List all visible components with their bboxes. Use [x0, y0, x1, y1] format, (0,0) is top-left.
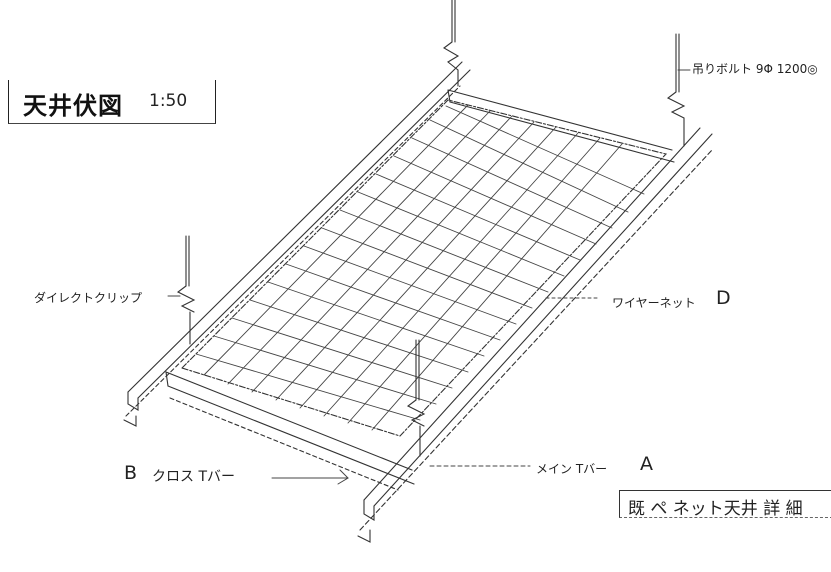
- title-block: 天井伏図 1:50: [8, 80, 216, 124]
- drawing-scale: 1:50: [149, 91, 188, 111]
- hanger-bolt-top-right: [666, 33, 686, 147]
- hanger-bolt-top-left: [443, 0, 460, 87]
- right-main-t-bar: [357, 127, 713, 543]
- leader-lines: [167, 69, 691, 485]
- hanger-bolt-label: 吊りボルト 9Φ 1200◎: [692, 62, 818, 76]
- wire-net-letter: D: [716, 287, 731, 309]
- front-cross-t-bar: [165, 371, 415, 491]
- back-cross-t-bar: [447, 89, 675, 163]
- main-bar-label: メイン Tバー: [536, 462, 608, 476]
- hanger-bolt-left: [176, 235, 196, 345]
- detail-title-stamp: 既 ペ ネット天井 詳 細: [619, 490, 831, 518]
- main-bar-letter: A: [640, 453, 653, 475]
- wire-net-grid: [195, 104, 645, 431]
- drawing-title: 天井伏図: [23, 92, 123, 120]
- left-main-t-bar: [123, 61, 471, 427]
- wire-net-label: ワイヤーネット: [612, 296, 696, 310]
- hanger-bolt-front: [406, 339, 426, 457]
- cross-bar-label: クロス Tバー: [152, 469, 236, 485]
- direct-clip-label: ダイレクトクリップ: [34, 291, 143, 305]
- cross-bar-letter: B: [124, 462, 138, 484]
- wire-net-outline: [180, 99, 668, 437]
